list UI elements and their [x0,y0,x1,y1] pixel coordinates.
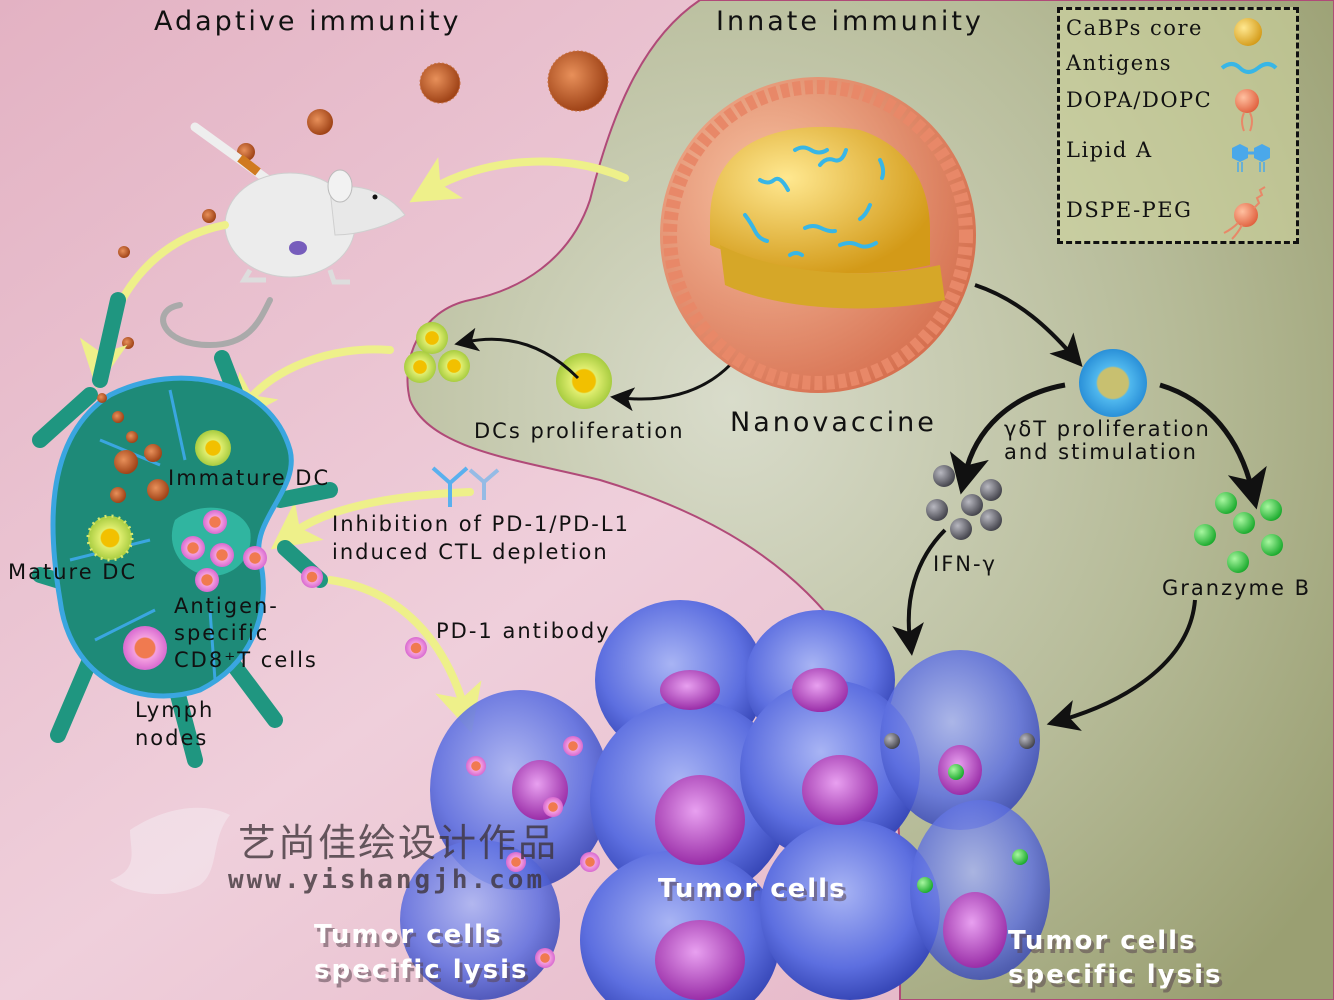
tumor-cell-cluster [400,600,1050,1000]
arrow-nano-to-gdt [974,283,1083,368]
arrow-antibody-to-lymph [270,488,474,550]
yellow-flow-arrows [79,157,629,734]
lysis-right-label-1: Tumor cells [1008,926,1197,956]
arrow-gdt-to-ifn [949,382,1066,495]
legend-label: Lipid A [1066,138,1153,162]
antigen-specific-label-3: CD8⁺T cells [174,648,318,672]
mature-dc-cell [86,514,134,562]
legend-item-cabps: CaBPs core [1066,16,1203,40]
peg-lipid-icon [1223,186,1266,240]
watermark-url: www.yishangjh.com [228,865,546,895]
t-cells-attacking [405,637,1035,968]
ifn-gamma-label: IFN-γ [933,552,997,576]
legend-item-dopa-dopc: DOPA/DOPC [1066,88,1212,112]
arrow-gdt-to-granzyme [1159,382,1267,510]
antigen-specific-label-1: Antigen- [174,594,279,618]
legend-item-dspe-peg: DSPE-PEG [1066,198,1192,222]
particle [547,50,609,112]
legend-item-lipid-a: Lipid A [1066,138,1153,162]
dcs-proliferation-label: DCs proliferation [474,419,685,443]
tumor-cells-label: Tumor cells [658,874,847,904]
innate-immunity-title: Innate immunity [716,6,984,37]
immature-dc-label: Immature DC [168,466,331,490]
lymph-node [32,292,338,768]
watermark-logo-icon [110,807,230,895]
nanovaccine-particles [118,50,609,349]
nanovaccine-illustration [660,77,976,393]
arrow-granzyme-to-tumor [1046,599,1197,731]
legend-label: Antigens [1066,51,1173,75]
legend-label: CaBPs core [1066,16,1203,40]
blue-wave-icon [1220,62,1278,74]
gdt-label-2: and stimulation [1004,440,1198,464]
arrow-ifn-to-tumor [892,528,947,656]
inhibition-label-1: Inhibition of PD-1/PD-L1 [332,512,630,536]
pd1-antibody-label: PD-1 antibody [436,619,611,643]
legend: CaBPs core Antigens DOPA/DOPC Lipid A DS… [1057,7,1299,244]
antibody-icon [431,466,500,507]
particle [307,109,333,135]
adaptive-immunity-title: Adaptive immunity [154,6,462,37]
arrow-dcs-to-lymph [231,345,394,425]
antigen-strands [743,145,886,257]
antigen-specific-label-2: specific [174,621,270,645]
hexagon-pair-icon [1232,144,1270,172]
watermark-chinese: 艺尚佳绘设计作品 [238,821,559,865]
dcs-proliferation-cells [404,322,732,412]
particle [122,337,134,349]
legend-item-antigens: Antigens [1066,51,1172,75]
granzyme-b-molecules [1194,492,1283,573]
lysis-left-label-1: Tumor cells [314,920,503,950]
arrow-dc-proliferation [454,327,580,380]
lysis-right-label-2: specific lysis [1008,960,1223,990]
arrow-to-mouse [409,157,629,203]
gdt-label-1: γδT proliferation [1004,417,1211,441]
arrow-lymph-to-tumor [326,576,482,734]
particle [419,62,461,104]
arrow-nano-to-dc [610,363,732,412]
legend-label: DSPE-PEG [1066,198,1193,222]
antigen-particles [97,393,169,503]
lymph-nodes-label-2: nodes [135,726,209,750]
immature-dc-cell [195,430,231,466]
mouse-illustration [160,169,406,349]
gold-sphere-icon [1234,18,1262,46]
lysis-left-label-2: specific lysis [314,955,529,985]
mature-dc-label: Mature DC [8,560,138,584]
legend-label: DOPA/DOPC [1066,88,1213,112]
ifn-gamma-molecules [926,465,1002,540]
gdt-cell [1079,349,1147,417]
inhibition-label-2: induced CTL depletion [332,540,609,564]
lipid-head-icon [1235,89,1259,132]
t-cells-cluster [181,510,323,592]
particle [118,246,130,258]
t-cell [123,626,167,670]
nanovaccine-label: Nanovaccine [730,407,937,438]
legend-icons [1220,18,1278,240]
particle [202,209,216,223]
lymph-nodes-label-1: Lymph [135,698,215,722]
granzyme-b-label: Granzyme B [1162,576,1311,600]
